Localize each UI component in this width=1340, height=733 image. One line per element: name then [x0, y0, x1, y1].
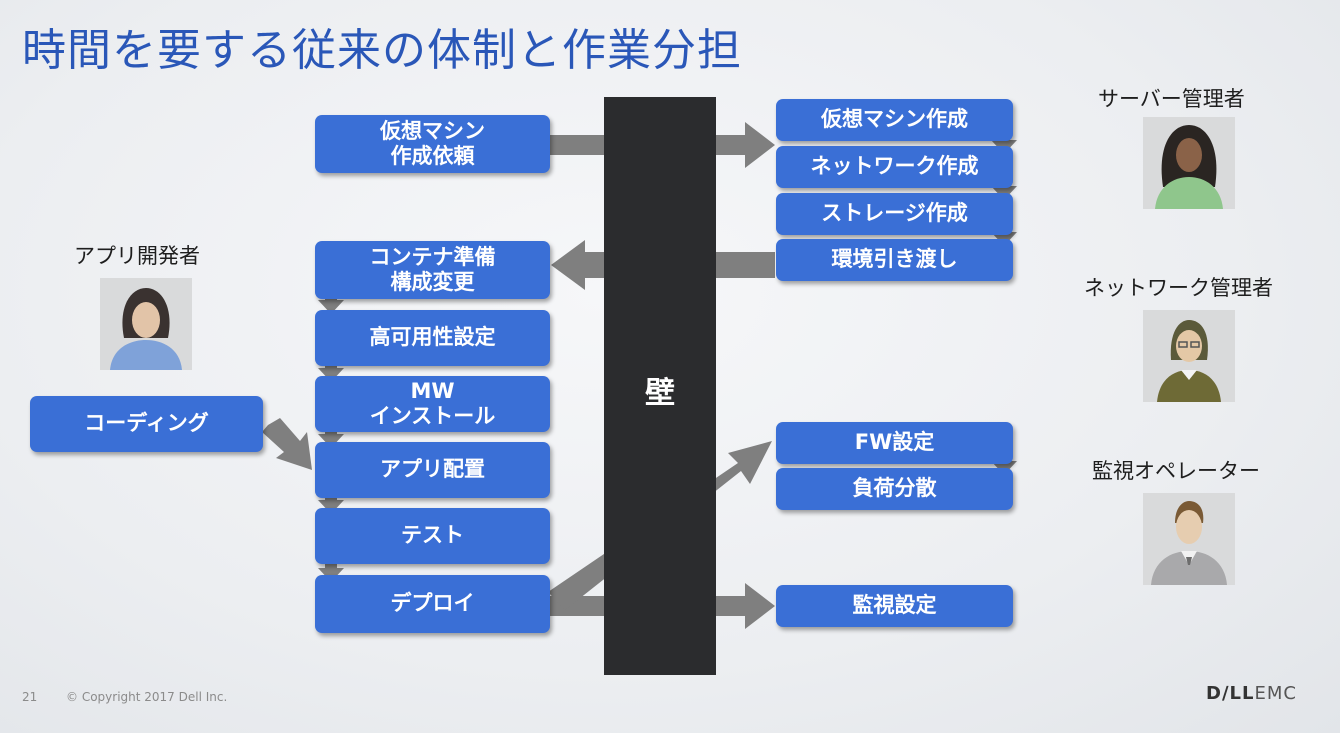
role-app-developer: アプリ開発者: [74, 244, 200, 268]
arrow-coding-to-app-deploy: [262, 418, 312, 470]
box-monitor-setting: 監視設定: [776, 585, 1013, 627]
box-fw-setting: FW設定: [776, 422, 1013, 464]
box-storage-create: ストレージ作成: [776, 193, 1013, 235]
slide-title: 時間を要する従来の体制と作業分担: [22, 25, 742, 76]
arrow-ha-to-mw: [318, 356, 344, 382]
box-vm-request: 仮想マシン 作成依頼: [315, 115, 550, 173]
box-coding: コーディング: [30, 396, 263, 452]
box-load-balance: 負荷分散: [776, 468, 1013, 510]
role-server-admin: サーバー管理者: [1098, 87, 1245, 111]
box-test: テスト: [315, 508, 550, 564]
role-monitor-operator: 監視オペレーター: [1092, 459, 1260, 483]
avatar-server-admin-icon: [1143, 117, 1235, 209]
box-network-create: ネットワーク作成: [776, 146, 1013, 188]
page-number: 21: [22, 690, 38, 704]
role-network-admin: ネットワーク管理者: [1084, 276, 1273, 300]
avatar-app-developer-icon: [100, 278, 192, 370]
dell-emc-logo: D∕LLEMC: [1206, 683, 1297, 704]
avatar-monitor-operator-icon: [1143, 493, 1235, 585]
box-ha-setting: 高可用性設定: [315, 310, 550, 366]
arrow-container-to-ha: [318, 287, 344, 314]
arrow-app-to-test: [318, 488, 344, 514]
box-env-handover: 環境引き渡し: [776, 239, 1013, 281]
wall-label: 壁: [645, 376, 675, 411]
avatar-network-admin-icon: [1143, 310, 1235, 402]
logo-bold: D∕LL: [1206, 683, 1255, 704]
arrow-mw-to-app: [318, 422, 344, 448]
box-app-deploy: アプリ配置: [315, 442, 550, 498]
box-vm-create: 仮想マシン作成: [776, 99, 1013, 141]
copyright: © Copyright 2017 Dell Inc.: [66, 690, 228, 704]
box-container-prep: コンテナ準備 構成変更: [315, 241, 550, 299]
arrow-test-to-deploy: [318, 555, 344, 582]
box-deploy: デプロイ: [315, 575, 550, 633]
box-mw-install: MW インストール: [315, 376, 550, 432]
wall-barrier: [604, 97, 716, 675]
logo-rest: EMC: [1254, 683, 1297, 704]
